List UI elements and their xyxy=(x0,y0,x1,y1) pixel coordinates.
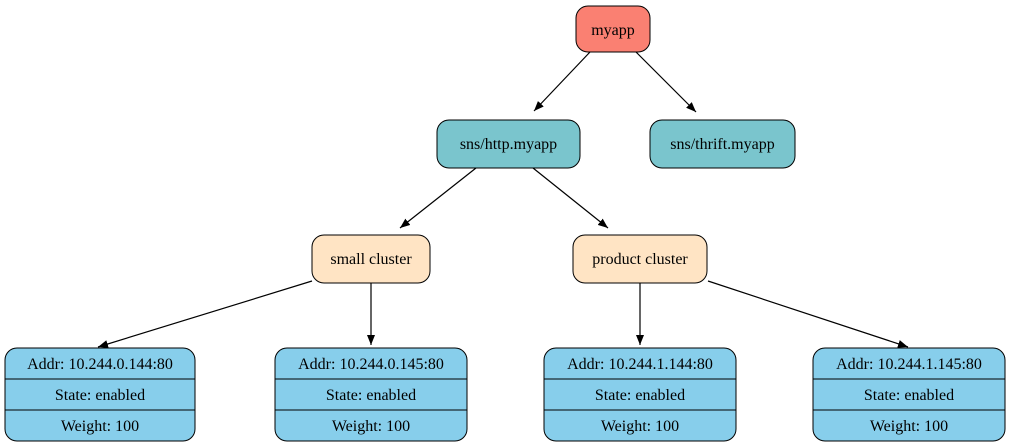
node-myapp[interactable]: myapp xyxy=(575,5,651,53)
edge-http-to-product-cluster xyxy=(532,167,609,229)
node-endpoint-3-box xyxy=(543,347,737,442)
node-endpoint-2-addr: Addr: 10.244.0.145:80 xyxy=(298,356,444,373)
node-endpoint-4-addr: Addr: 10.244.1.145:80 xyxy=(836,356,982,373)
node-myapp-box xyxy=(575,5,651,53)
node-endpoint-2[interactable]: Addr: 10.244.0.145:80 State: enabled Wei… xyxy=(274,347,468,442)
node-sns-http-box xyxy=(436,119,581,169)
node-myapp-label: myapp xyxy=(591,22,635,39)
edge-myapp-to-thrift xyxy=(635,51,697,113)
edge-http-to-small-cluster xyxy=(399,167,477,229)
edges-group xyxy=(97,51,909,348)
node-product-cluster[interactable]: product cluster xyxy=(572,234,708,284)
node-small-cluster-box xyxy=(311,234,431,284)
node-endpoint-1-state: State: enabled xyxy=(55,387,145,404)
node-sns-http-label: sns/http.myapp xyxy=(460,136,557,153)
node-small-cluster-label: small cluster xyxy=(330,251,412,268)
node-product-cluster-label: product cluster xyxy=(592,251,688,268)
node-endpoint-3[interactable]: Addr: 10.244.1.144:80 State: enabled Wei… xyxy=(543,347,737,442)
node-small-cluster[interactable]: small cluster xyxy=(311,234,431,284)
node-endpoint-4-box xyxy=(812,347,1006,442)
node-product-cluster-box xyxy=(572,234,708,284)
node-endpoint-3-addr: Addr: 10.244.1.144:80 xyxy=(567,356,713,373)
node-sns-thrift-label: sns/thrift.myapp xyxy=(670,136,774,153)
edge-product-cluster-to-endpoint-4 xyxy=(707,280,909,348)
node-endpoint-1-weight: Weight: 100 xyxy=(61,418,139,435)
node-endpoint-3-weight: Weight: 100 xyxy=(601,418,679,435)
edge-small-cluster-to-endpoint-1 xyxy=(97,280,313,348)
edge-myapp-to-http xyxy=(533,51,591,112)
node-endpoint-4-weight: Weight: 100 xyxy=(870,418,948,435)
node-sns-thrift[interactable]: sns/thrift.myapp xyxy=(649,119,796,169)
node-endpoint-2-state: State: enabled xyxy=(326,387,416,404)
node-endpoint-2-box xyxy=(274,347,468,442)
node-endpoint-1[interactable]: Addr: 10.244.0.144:80 State: enabled Wei… xyxy=(4,347,196,442)
node-endpoint-4-state: State: enabled xyxy=(864,387,954,404)
node-endpoint-3-state: State: enabled xyxy=(595,387,685,404)
node-endpoint-2-weight: Weight: 100 xyxy=(332,418,410,435)
node-endpoint-1-box xyxy=(4,347,196,442)
node-sns-http[interactable]: sns/http.myapp xyxy=(436,119,581,169)
node-endpoint-1-addr: Addr: 10.244.0.144:80 xyxy=(27,356,173,373)
node-endpoint-4[interactable]: Addr: 10.244.1.145:80 State: enabled Wei… xyxy=(812,347,1006,442)
node-sns-thrift-box xyxy=(649,119,796,169)
